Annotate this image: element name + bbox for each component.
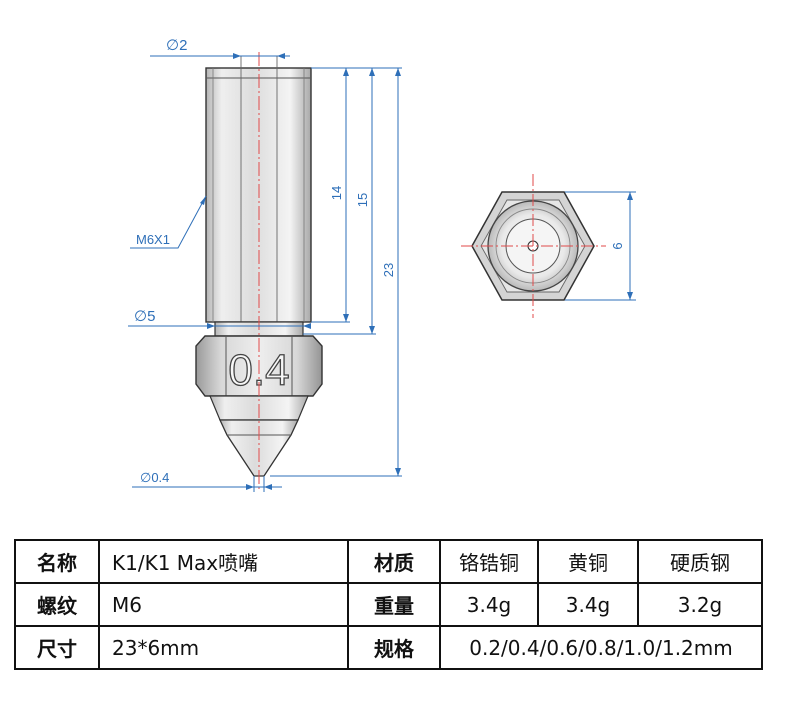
value-size: 23*6mm <box>98 625 349 670</box>
dimension-lines <box>128 53 636 492</box>
value-spec: 0.2/0.4/0.6/0.8/1.0/1.2mm <box>439 625 763 670</box>
label-material: 材质 <box>347 539 441 584</box>
dim-collar-diameter: ∅5 <box>134 308 155 325</box>
table-row: 尺寸 23*6mm 规格 0.2/0.4/0.6/0.8/1.0/1.2mm <box>14 625 763 670</box>
label-thread: 螺纹 <box>14 582 100 627</box>
nozzle-side-view: 0.4 <box>195 52 323 490</box>
dim-bore-diameter: ∅2 <box>166 37 187 54</box>
weight-3: 3.2g <box>637 582 763 627</box>
nozzle-technical-drawing: 0.4 <box>128 37 636 492</box>
dim-thread: M6X1 <box>136 232 170 247</box>
label-size: 尺寸 <box>14 625 100 670</box>
dim-hex-size: 6 <box>610 242 625 249</box>
label-name: 名称 <box>14 539 100 584</box>
weight-2: 3.4g <box>537 582 639 627</box>
dim-tip-diameter: ∅0.4 <box>140 470 169 485</box>
nozzle-end-view <box>461 174 606 318</box>
material-2: 黄铜 <box>537 539 639 584</box>
weight-1: 3.4g <box>439 582 539 627</box>
material-3: 硬质钢 <box>637 539 763 584</box>
value-name: K1/K1 Max喷嘴 <box>98 539 349 584</box>
table-row: 名称 K1/K1 Max喷嘴 材质 铬锆铜 黄铜 硬质钢 <box>14 539 763 584</box>
label-weight: 重量 <box>347 582 441 627</box>
table-row: 螺纹 M6 重量 3.4g 3.4g 3.2g <box>14 582 763 627</box>
dim-length-14: 14 <box>329 186 344 200</box>
dim-length-15: 15 <box>355 193 370 207</box>
material-1: 铬锆铜 <box>439 539 539 584</box>
dim-length-23: 23 <box>381 263 396 277</box>
spec-table: 名称 K1/K1 Max喷嘴 材质 铬锆铜 黄铜 硬质钢 螺纹 M6 重量 3.… <box>14 539 763 670</box>
label-spec: 规格 <box>347 625 441 670</box>
value-thread: M6 <box>98 582 349 627</box>
